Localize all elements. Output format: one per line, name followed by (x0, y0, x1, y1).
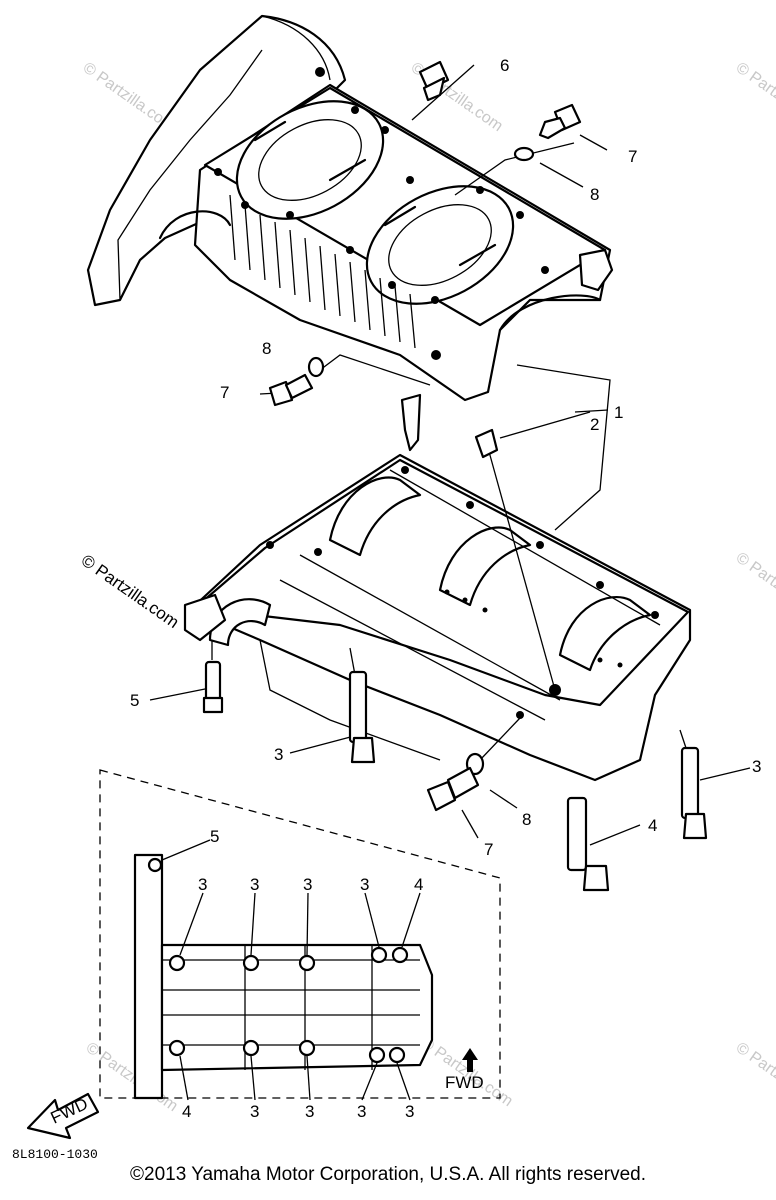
watermark-5: © Partzilla.com (733, 549, 776, 625)
fasteners (202, 60, 708, 892)
bolt-7-middle (268, 373, 314, 407)
callout-8-lower: 8 (522, 810, 531, 829)
lower-crankcase (183, 393, 692, 782)
bolt-4 (566, 796, 610, 892)
bolt-7-upper (538, 103, 582, 140)
copyright-notice: ©2013 Yamaha Motor Corporation, U.S.A. A… (130, 1164, 646, 1185)
callout-detail-bottom-2: 3 (250, 1102, 259, 1121)
bolt-3-left (348, 670, 376, 764)
callout-5-upper: 5 (130, 691, 139, 710)
watermark-8: © Partzilla.com (733, 1039, 776, 1115)
callout-3-left: 3 (274, 745, 283, 764)
washer-8-middle (307, 356, 325, 378)
callout-detail-top-2: 3 (250, 875, 259, 894)
callout-detail-bottom-3: 3 (305, 1102, 314, 1121)
callout-detail-top-1: 3 (198, 875, 207, 894)
callout-detail-top-3: 3 (303, 875, 312, 894)
diagram-code: 8L8100-1030 (12, 1147, 98, 1162)
fwd-label: FWD (445, 1073, 484, 1092)
watermark-3: © Partzilla.com (733, 59, 776, 135)
callout-7-upper: 7 (628, 147, 637, 166)
leader-lines (149, 64, 751, 846)
callout-detail-bottom-4: 3 (357, 1102, 366, 1121)
callout-2: 2 (590, 415, 599, 434)
upper-crankcase (86, 14, 614, 402)
bolt-7-lower (426, 766, 480, 812)
callout-7-lower: 7 (484, 840, 493, 859)
callout-detail-bottom-1: 4 (182, 1102, 191, 1121)
bolt-5 (202, 660, 224, 714)
callout-1: 1 (614, 403, 623, 422)
detail-view (99, 769, 501, 1101)
callout-3-right: 3 (752, 757, 761, 776)
washer-8-upper (513, 146, 535, 162)
callout-detail-top-4: 3 (360, 875, 369, 894)
callout-labels: 6 7 8 8 7 2 1 5 3 3 8 4 7 5 3 3 3 3 4 4 … (130, 56, 761, 1121)
callout-detail-bottom-5: 3 (405, 1102, 414, 1121)
callout-7-middle: 7 (220, 383, 229, 402)
callout-8-upper: 8 (590, 185, 599, 204)
fwd-arrow-icon (462, 1048, 478, 1072)
callout-4: 4 (648, 816, 657, 835)
callout-detail-top-5: 4 (414, 875, 423, 894)
dowel-2 (474, 428, 499, 459)
bolt-3-right (680, 746, 708, 840)
callout-5-detail: 5 (210, 827, 219, 846)
fwd-badge: FWD (26, 1092, 100, 1140)
fitting-6 (418, 60, 450, 102)
watermark-strong: © Partzilla.com (78, 551, 183, 632)
callout-6: 6 (500, 56, 509, 75)
callout-8-middle: 8 (262, 339, 271, 358)
